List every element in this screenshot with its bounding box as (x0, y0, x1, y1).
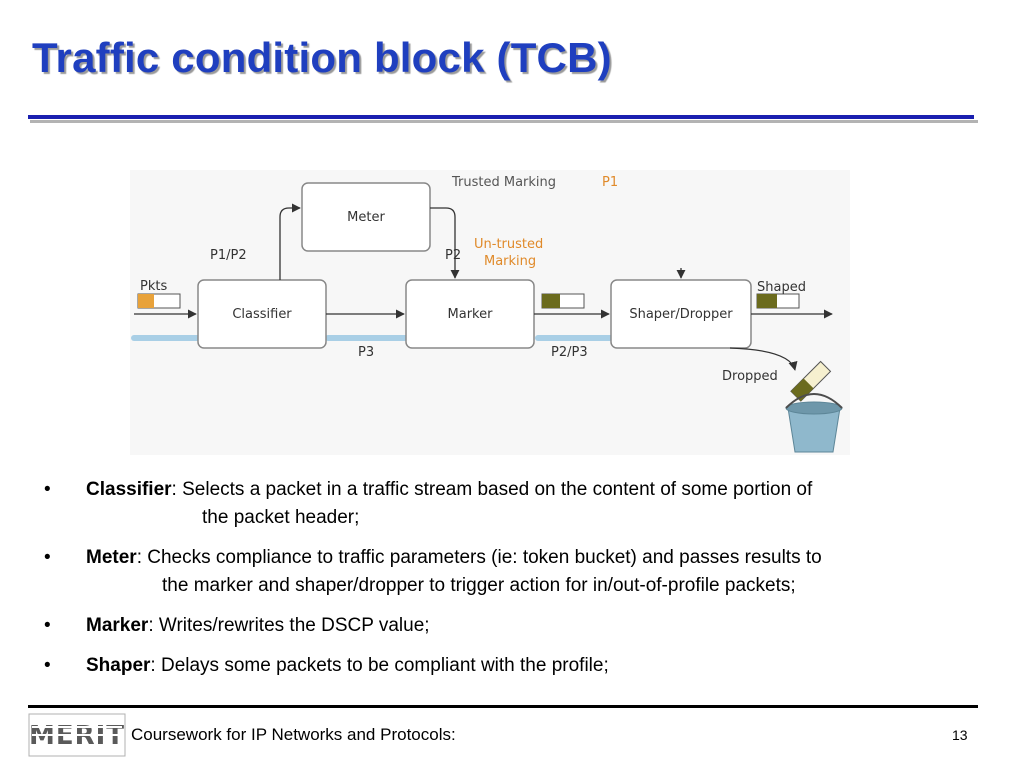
slide-title: Traffic condition block (TCB) (32, 34, 612, 81)
bullet-shaper: • Shaper: Delays some packets to be compl… (40, 652, 990, 680)
merit-logo-mark: MERIT (28, 713, 126, 757)
classifier-description: : Selects a packet in a traffic stream b… (171, 479, 813, 500)
bullet-marker: • Marker: Writes/rewrites the DSCP value; (40, 612, 990, 640)
marker-label: Marker (448, 307, 494, 322)
bucket-icon (785, 393, 843, 453)
meter-description: : Checks compliance to traffic parameter… (136, 547, 822, 568)
page-number: 13 (952, 727, 968, 743)
meter-box (301, 182, 431, 252)
footer-rule (28, 705, 978, 708)
shaped-label: Shaped (757, 280, 806, 295)
shaped-packet (756, 293, 800, 309)
meter-description-cont: the marker and shaper/dropper to trigger… (162, 575, 796, 596)
definitions-list: • Classifier: Selects a packet in a traff… (40, 476, 990, 692)
dropped-packet (790, 360, 832, 402)
classifier-label: Classifier (232, 307, 292, 322)
dropped-label: Dropped (722, 369, 778, 384)
shaper-dropper-label: Shaper/Dropper (629, 307, 733, 322)
untrusted-label-line1: Un-trusted (474, 237, 543, 252)
term-shaper: Shaper (86, 655, 151, 676)
pkts-label: Pkts (140, 279, 167, 294)
p2p3-label: P2/P3 (551, 345, 588, 360)
bullet-dot: • (44, 479, 51, 500)
shaper-description: : Delays some packets to be compliant wi… (150, 655, 609, 676)
classifier-description-cont: the packet header; (202, 507, 360, 528)
arrow-meter-to-marker (430, 207, 460, 279)
p1-trusted-label: P1 (602, 175, 618, 190)
term-meter: Meter (86, 547, 137, 568)
marked-packet (541, 293, 585, 309)
bullet-classifier: • Classifier: Selects a packet in a traff… (40, 476, 990, 532)
merit-logo: MERIT (28, 713, 126, 757)
bullet-meter: • Meter: Checks compliance to traffic par… (40, 544, 990, 600)
tcb-diagram: Meter Classifier Marker Shaper/Dropper (130, 170, 850, 455)
meter-label: Meter (347, 210, 385, 225)
arrow-classifier-to-meter (279, 203, 301, 280)
bullet-dot: • (44, 547, 51, 568)
bullet-dot: • (44, 615, 51, 636)
p2-label: P2 (445, 248, 461, 263)
term-marker: Marker (86, 615, 149, 636)
arrow-to-dropped (729, 347, 798, 371)
title-underline (28, 115, 974, 119)
bullet-dot: • (44, 655, 51, 676)
title-underline-shadow (30, 120, 978, 123)
footer-course-text: Coursework for IP Networks and Protocols… (131, 725, 456, 744)
p1p2-label: P1/P2 (210, 248, 247, 263)
untrusted-label-line2: Marking (484, 254, 536, 269)
trusted-marking-label: Trusted Marking (451, 175, 556, 190)
p3-label: P3 (358, 345, 374, 360)
term-classifier: Classifier (86, 479, 172, 500)
pkts-packet (137, 293, 181, 309)
tcb-diagram-svg: Meter Classifier Marker Shaper/Dropper (131, 175, 843, 453)
marker-description: : Writes/rewrites the DSCP value; (148, 615, 430, 636)
